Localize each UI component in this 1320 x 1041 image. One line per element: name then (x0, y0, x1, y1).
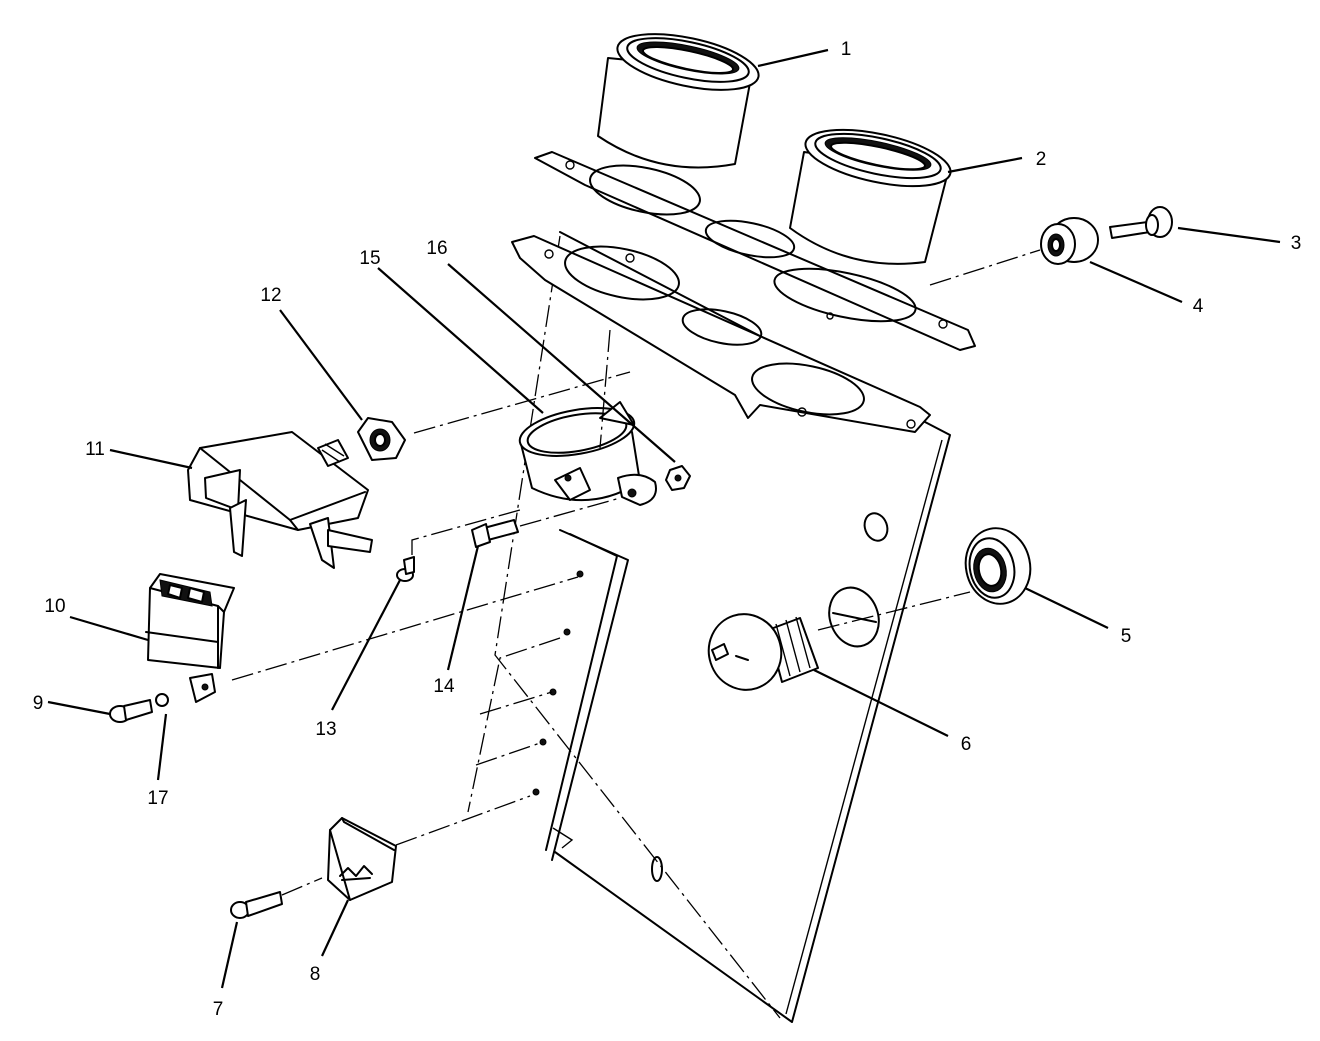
gauge-gasket (534, 151, 976, 351)
gauge-1 (597, 33, 760, 169)
callout-6: 6 (961, 734, 972, 755)
gauge-clamp (518, 401, 657, 506)
callout-3: 3 (1291, 233, 1302, 254)
leader-lines (47, 48, 1281, 989)
callout-7: 7 (213, 999, 224, 1020)
callout-8: 8 (310, 964, 321, 985)
light-switch (707, 613, 819, 691)
gauge-2 (789, 128, 952, 265)
callout-labels: 1 2 3 4 5 6 7 8 9 10 11 12 13 14 15 16 1… (33, 39, 1302, 1020)
nut-12 (357, 417, 406, 461)
lock-washer-17 (155, 693, 169, 707)
nut-16 (665, 465, 691, 491)
callout-10: 10 (44, 596, 65, 617)
screw-9 (109, 699, 153, 723)
callout-13: 13 (315, 719, 336, 740)
callout-16: 16 (426, 238, 447, 259)
bulb (1109, 206, 1173, 239)
callout-15: 15 (359, 248, 380, 269)
gauge-bezel-plate (511, 235, 931, 433)
callout-5: 5 (1121, 626, 1132, 647)
callout-9: 9 (33, 693, 44, 714)
bolt-14 (471, 519, 519, 548)
callout-14: 14 (433, 676, 455, 697)
terminal-block (327, 817, 397, 901)
callout-4: 4 (1193, 296, 1204, 317)
mounting-bracket (467, 529, 629, 861)
lamp-socket (1040, 217, 1099, 265)
screw-7 (230, 891, 283, 919)
callout-12: 12 (260, 285, 281, 306)
callout-11: 11 (85, 439, 105, 460)
callout-17: 17 (147, 788, 168, 809)
screw-13 (396, 556, 415, 582)
switch-nut (964, 527, 1032, 605)
relay (145, 573, 235, 703)
callout-1: 1 (841, 39, 852, 60)
ignition-switch (187, 431, 373, 569)
callout-2: 2 (1036, 149, 1047, 170)
